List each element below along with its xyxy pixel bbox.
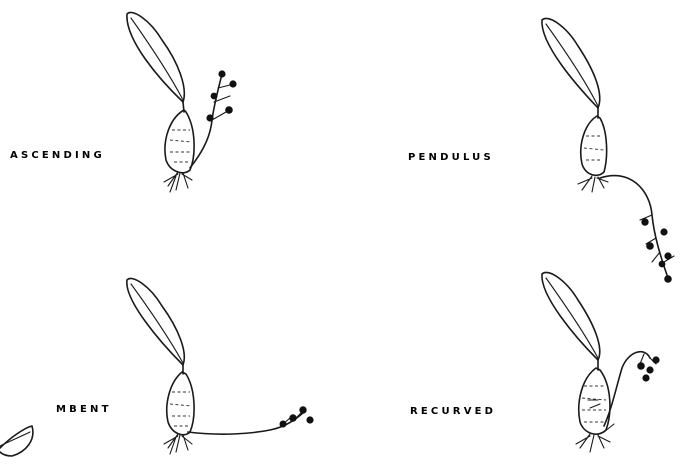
partial-leaf-icon bbox=[0, 426, 33, 456]
plant-ascending-icon bbox=[127, 12, 237, 192]
plant-mbent-icon bbox=[127, 278, 314, 454]
plant-recurved-icon bbox=[542, 272, 660, 452]
plant-pendulus-icon bbox=[542, 18, 674, 282]
